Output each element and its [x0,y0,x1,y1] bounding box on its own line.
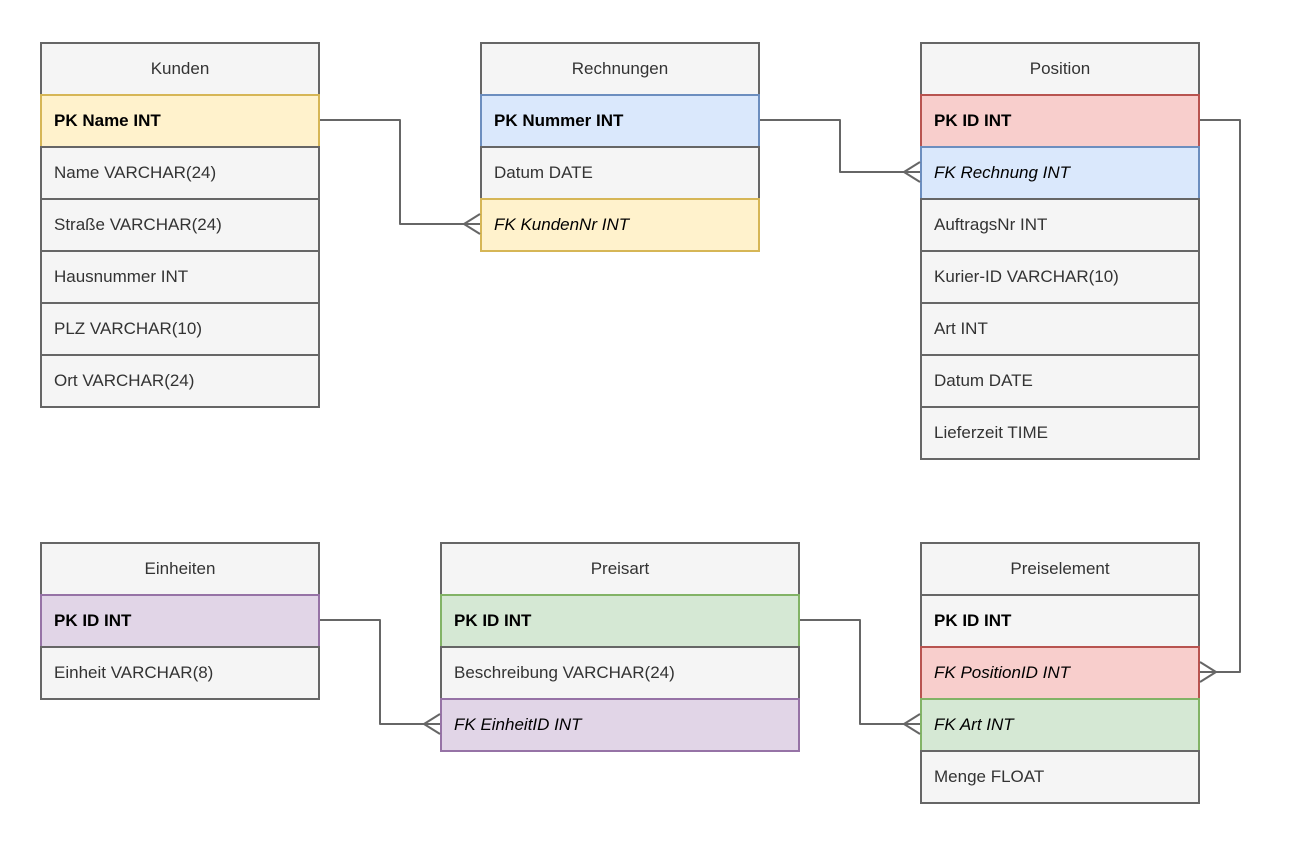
table-position-row-2[interactable]: AuftragsNr INT [920,198,1200,252]
table-preiselement-row-3[interactable]: Menge FLOAT [920,750,1200,804]
table-position-row-4[interactable]: Art INT [920,302,1200,356]
table-preisart-row-fk-2[interactable]: FK EinheitID INT [440,698,800,752]
table-einheiten-row-pk-0[interactable]: PK ID INT [40,594,320,648]
table-header-preisart[interactable]: Preisart [440,542,800,596]
table-header-einheiten[interactable]: Einheiten [40,542,320,596]
table-einheiten-row-1[interactable]: Einheit VARCHAR(8) [40,646,320,700]
connector-line[interactable] [320,619,424,725]
crows-foot-many-marker [903,713,921,735]
table-preiselement-row-fk-2[interactable]: FK Art INT [920,698,1200,752]
table-kunden-row-5[interactable]: Ort VARCHAR(24) [40,354,320,408]
table-kunden-row-3[interactable]: Hausnummer INT [40,250,320,304]
connector-line[interactable] [1200,119,1241,673]
relationship-einheiten-to-preisart[interactable] [320,619,441,735]
table-kunden-row-2[interactable]: Straße VARCHAR(24) [40,198,320,252]
relationship-position-to-preiselement[interactable] [1199,119,1241,683]
table-header-kunden[interactable]: Kunden [40,42,320,96]
table-kunden-row-4[interactable]: PLZ VARCHAR(10) [40,302,320,356]
table-header-position[interactable]: Position [920,42,1200,96]
relationship-preisart-to-preiselement[interactable] [800,619,921,735]
table-position-row-fk-1[interactable]: FK Rechnung INT [920,146,1200,200]
crows-foot-many-marker [463,213,481,235]
crows-foot-many-marker [423,713,441,735]
table-preisart-row-1[interactable]: Beschreibung VARCHAR(24) [440,646,800,700]
table-preisart-row-pk-0[interactable]: PK ID INT [440,594,800,648]
table-preiselement-row-pk-0[interactable]: PK ID INT [920,594,1200,648]
crows-foot-many-marker [903,161,921,183]
table-position-row-5[interactable]: Datum DATE [920,354,1200,408]
crows-foot-many-marker [1199,661,1217,683]
table-header-preiselement[interactable]: Preiselement [920,542,1200,596]
connector-line[interactable] [800,619,904,725]
table-preiselement-row-fk-1[interactable]: FK PositionID INT [920,646,1200,700]
table-position-row-6[interactable]: Lieferzeit TIME [920,406,1200,460]
table-rechnungen-row-pk-0[interactable]: PK Nummer INT [480,94,760,148]
relationship-kunden-to-rechnungen[interactable] [320,119,481,235]
table-header-rechnungen[interactable]: Rechnungen [480,42,760,96]
table-kunden-row-1[interactable]: Name VARCHAR(24) [40,146,320,200]
table-rechnungen-row-1[interactable]: Datum DATE [480,146,760,200]
relationship-rechnungen-to-position[interactable] [760,119,921,183]
connector-line[interactable] [320,119,464,225]
table-position-row-3[interactable]: Kurier-ID VARCHAR(10) [920,250,1200,304]
table-position-row-pk-0[interactable]: PK ID INT [920,94,1200,148]
table-rechnungen-row-fk-2[interactable]: FK KundenNr INT [480,198,760,252]
table-kunden-row-pk-0[interactable]: PK Name INT [40,94,320,148]
connector-line[interactable] [760,119,904,173]
